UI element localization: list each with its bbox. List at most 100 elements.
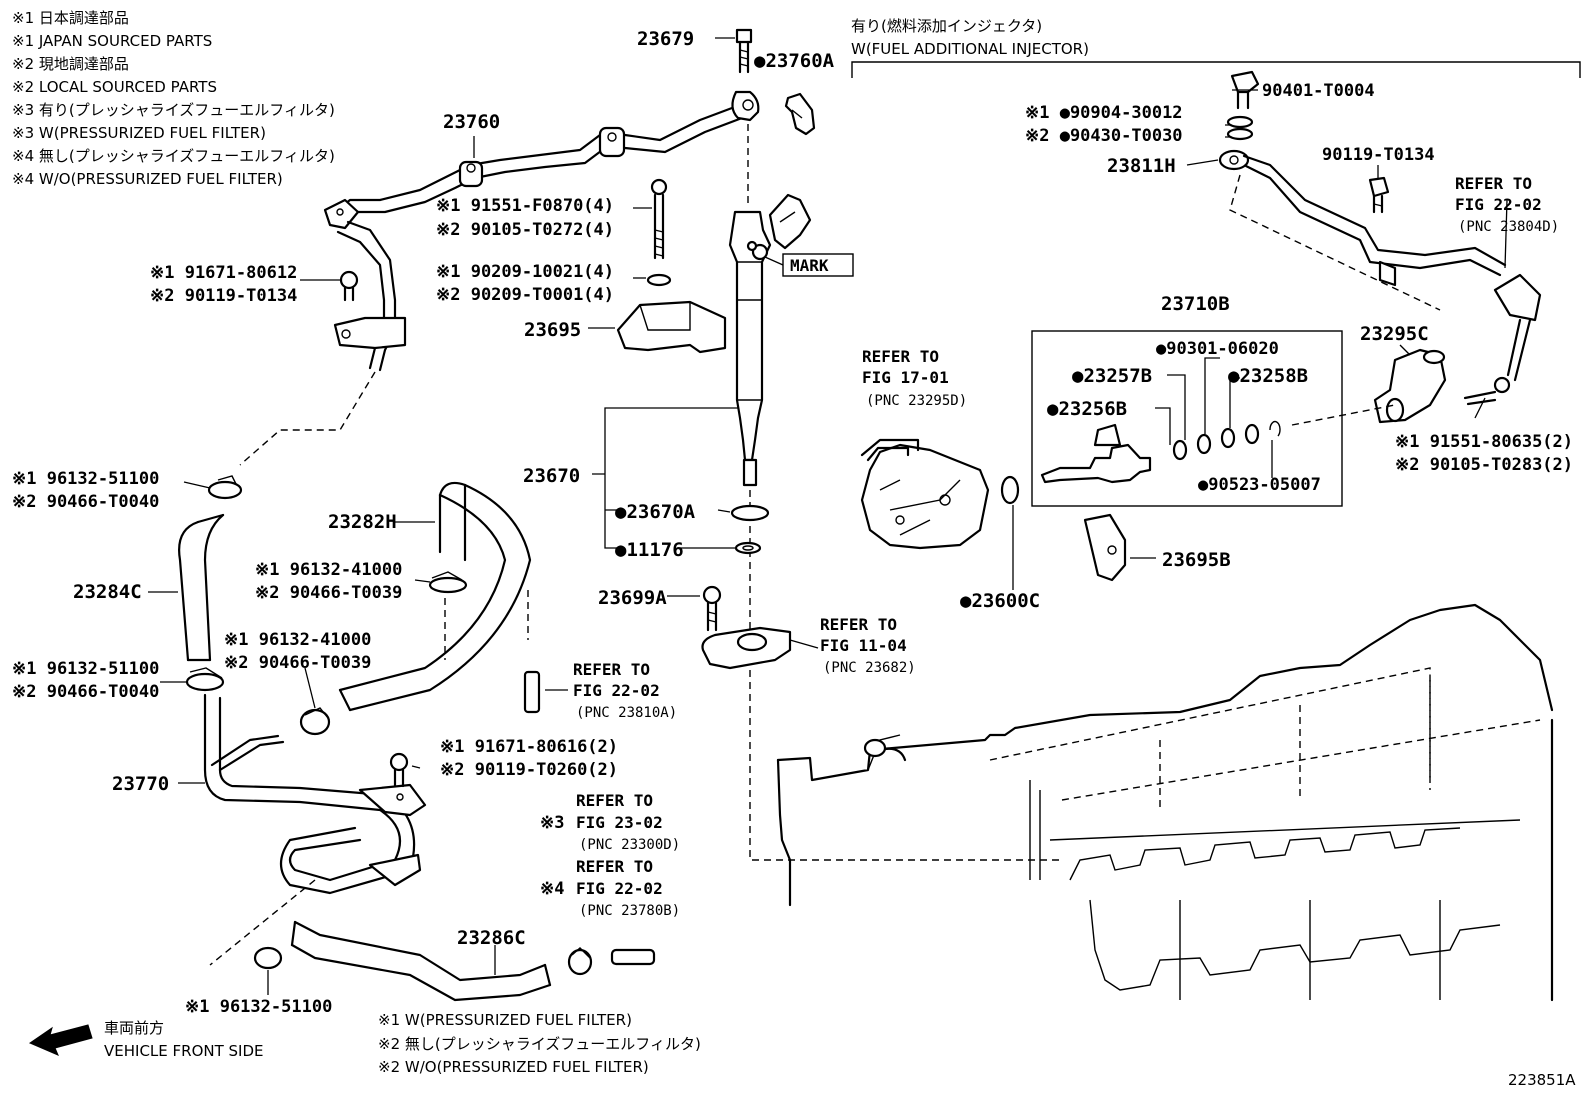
- engine-cylinder-head-outline: [776, 603, 1554, 1002]
- injector-header-en: W(FUEL ADDITIONAL INJECTOR): [851, 40, 1089, 58]
- refer-22-02-top-line1: REFER TO: [1455, 174, 1532, 193]
- label-90119-t0134-right: 90119-T0134: [1322, 145, 1435, 165]
- fuel-injector-assembly: [616, 28, 1060, 861]
- fuel-additional-injector-assembly: [860, 70, 1542, 582]
- label-23258b: ●23258B: [1228, 365, 1308, 387]
- legend-notes: ※1 日本調達部品 ※1 JAPAN SOURCED PARTS ※2 現地調達…: [12, 9, 335, 188]
- refer-fig-22-02-bottom: REFER TO ※4 FIG 22-02 (PNC 23780B): [540, 857, 680, 919]
- note-4-en: ※4 W/O(PRESSURIZED FUEL FILTER): [12, 170, 283, 188]
- fuel-pipe-23760: [239, 90, 760, 466]
- label-90466-t0039-mid: ※2 90466-T0039: [224, 653, 371, 673]
- label-90466-t0039-top: ※2 90466-T0039: [255, 583, 402, 603]
- label-11176: ●11176: [615, 539, 684, 561]
- refer-fig-11-04: REFER TO FIG 11-04 (PNC 23682): [820, 615, 916, 676]
- label-90105-t0283: ※2 90105-T0283(2): [1395, 455, 1573, 475]
- refer-23-02-line1: REFER TO: [576, 791, 653, 810]
- label-91671-80612: ※1 91671-80612: [150, 263, 297, 283]
- refer-17-01-line3: (PNC 23295D): [866, 393, 967, 409]
- vehicle-front-arrow-icon: [28, 1024, 93, 1056]
- note-4-jp: ※4 無し(プレッシャライズフューエルフィルタ): [12, 147, 335, 165]
- label-23600c: ●23600C: [960, 590, 1040, 612]
- label-90105-t0272: ※2 90105-T0272(4): [436, 220, 614, 240]
- screw-91671-80612: [339, 270, 359, 302]
- refer-fig-17-01: REFER TO FIG 17-01 (PNC 23295D): [862, 347, 967, 409]
- refer-17-01-line2: FIG 17-01: [862, 368, 949, 387]
- label-96132-51100-bottom: ※1 96132-51100: [185, 997, 332, 1017]
- note-2-jp: ※2 現地調達部品: [12, 55, 129, 73]
- injector-header-jp: 有り(燃料添加インジェクタ): [851, 17, 1042, 35]
- note-1-jp: ※1 日本調達部品: [12, 9, 129, 27]
- label-96132-41000-top: ※1 96132-41000: [255, 560, 402, 580]
- label-23710b: 23710B: [1161, 293, 1230, 315]
- leader-lines: [148, 37, 1508, 995]
- refer-22-02-mid-line2: FIG 22-02: [573, 681, 660, 700]
- label-90301-06020: ●90301-06020: [1156, 339, 1279, 359]
- refer-22-02-top-line2: FIG 22-02: [1455, 195, 1542, 214]
- note-3-jp: ※3 有り(プレッシャライズフューエルフィルタ): [12, 101, 335, 119]
- figure-id: 223851A: [1508, 1071, 1576, 1089]
- label-23770: 23770: [112, 773, 169, 795]
- label-90209-10021: ※1 90209-10021(4): [436, 262, 614, 282]
- label-23284c: 23284C: [73, 581, 142, 603]
- note-3-en: ※3 W(PRESSURIZED FUEL FILTER): [12, 124, 266, 142]
- hose-clamps-left: [178, 475, 656, 1002]
- refer-11-04-line2: FIG 11-04: [820, 636, 907, 655]
- label-23679: 23679: [637, 28, 694, 50]
- label-91551-80635: ※1 91551-80635(2): [1395, 432, 1573, 452]
- refer-22-02-bottom-line1: REFER TO: [576, 857, 653, 876]
- part-number-labels: 23679 ●23760A 23760 ※1 91551-F0870(4) ※2…: [12, 28, 1573, 1017]
- label-23760a: ●23760A: [754, 50, 835, 72]
- label-23257b: ●23257B: [1072, 365, 1152, 387]
- label-23699a: 23699A: [598, 587, 667, 609]
- label-96132-51100-mid: ※1 96132-51100: [12, 659, 159, 679]
- refer-22-02-bottom-line3: (PNC 23780B): [579, 903, 680, 919]
- label-mark: MARK: [790, 256, 829, 275]
- refer-22-02-bottom-mark: ※4: [540, 879, 564, 899]
- note-1-en: ※1 JAPAN SOURCED PARTS: [12, 32, 212, 50]
- refer-22-02-bottom-line2: FIG 22-02: [576, 879, 663, 898]
- refer-11-04-line3: (PNC 23682): [823, 660, 916, 676]
- refer-17-01-line1: REFER TO: [862, 347, 939, 366]
- footnote-2: ※2 無し(プレッシャライズフューエルフィルタ): [378, 1035, 701, 1053]
- label-23760: 23760: [443, 111, 500, 133]
- label-90904-30012: ※1 ●90904-30012: [1025, 103, 1183, 123]
- refer-22-02-mid-line1: REFER TO: [573, 660, 650, 679]
- label-96132-41000-mid: ※1 96132-41000: [224, 630, 371, 650]
- footnote-1: ※1 W(PRESSURIZED FUEL FILTER): [378, 1011, 632, 1029]
- vehicle-front-jp: 車両前方: [104, 1019, 164, 1037]
- label-23695b: 23695B: [1162, 549, 1231, 571]
- refer-fig-22-02-top: REFER TO FIG 22-02 (PNC 23804D): [1455, 174, 1559, 235]
- label-96132-51100-top: ※1 96132-51100: [12, 469, 159, 489]
- box-23710b: [1031, 330, 1343, 507]
- label-91551-f0870: ※1 91551-F0870(4): [436, 196, 614, 216]
- fuel-additional-injector-header: 有り(燃料添加インジェクタ) W(FUEL ADDITIONAL INJECTO…: [851, 17, 1581, 78]
- label-23811h: 23811H: [1107, 155, 1176, 177]
- refer-22-02-top-line3: (PNC 23804D): [1458, 219, 1559, 235]
- label-23295c: 23295C: [1360, 323, 1429, 345]
- label-23256b: ●23256B: [1047, 398, 1127, 420]
- label-90466-t0040-top: ※2 90466-T0040: [12, 492, 159, 512]
- refer-23-02-mark: ※3: [540, 813, 564, 833]
- refer-23-02-line3: (PNC 23300D): [579, 837, 680, 853]
- label-23670: 23670: [523, 465, 580, 487]
- injector-section-bracket: [851, 61, 1581, 78]
- label-23282h: 23282H: [328, 511, 397, 533]
- label-90119-t0134-left: ※2 90119-T0134: [150, 286, 297, 306]
- footnotes: ※1 W(PRESSURIZED FUEL FILTER) ※2 無し(プレッシ…: [378, 1011, 701, 1076]
- label-23670a: ●23670A: [615, 501, 696, 523]
- refer-11-04-line1: REFER TO: [820, 615, 897, 634]
- refer-23-02-line2: FIG 23-02: [576, 813, 663, 832]
- footnote-3: ※2 W/O(PRESSURIZED FUEL FILTER): [378, 1058, 649, 1076]
- refer-22-02-mid-line3: (PNC 23810A): [576, 705, 677, 721]
- label-90523-05007: ●90523-05007: [1198, 475, 1321, 495]
- label-90430-t0030: ※2 ●90430-T0030: [1025, 126, 1183, 146]
- label-23286c: 23286C: [457, 927, 526, 949]
- label-91671-80616: ※1 91671-80616(2): [440, 737, 618, 757]
- label-90119-t0260: ※2 90119-T0260(2): [440, 760, 618, 780]
- label-23695: 23695: [524, 319, 581, 341]
- refer-to-labels: REFER TO FIG 22-02 (PNC 23804D) REFER TO…: [540, 174, 1559, 919]
- label-90401-t0004: 90401-T0004: [1262, 81, 1375, 101]
- label-90209-t0001: ※2 90209-T0001(4): [436, 285, 614, 305]
- refer-fig-22-02-mid: REFER TO FIG 22-02 (PNC 23810A): [573, 660, 677, 721]
